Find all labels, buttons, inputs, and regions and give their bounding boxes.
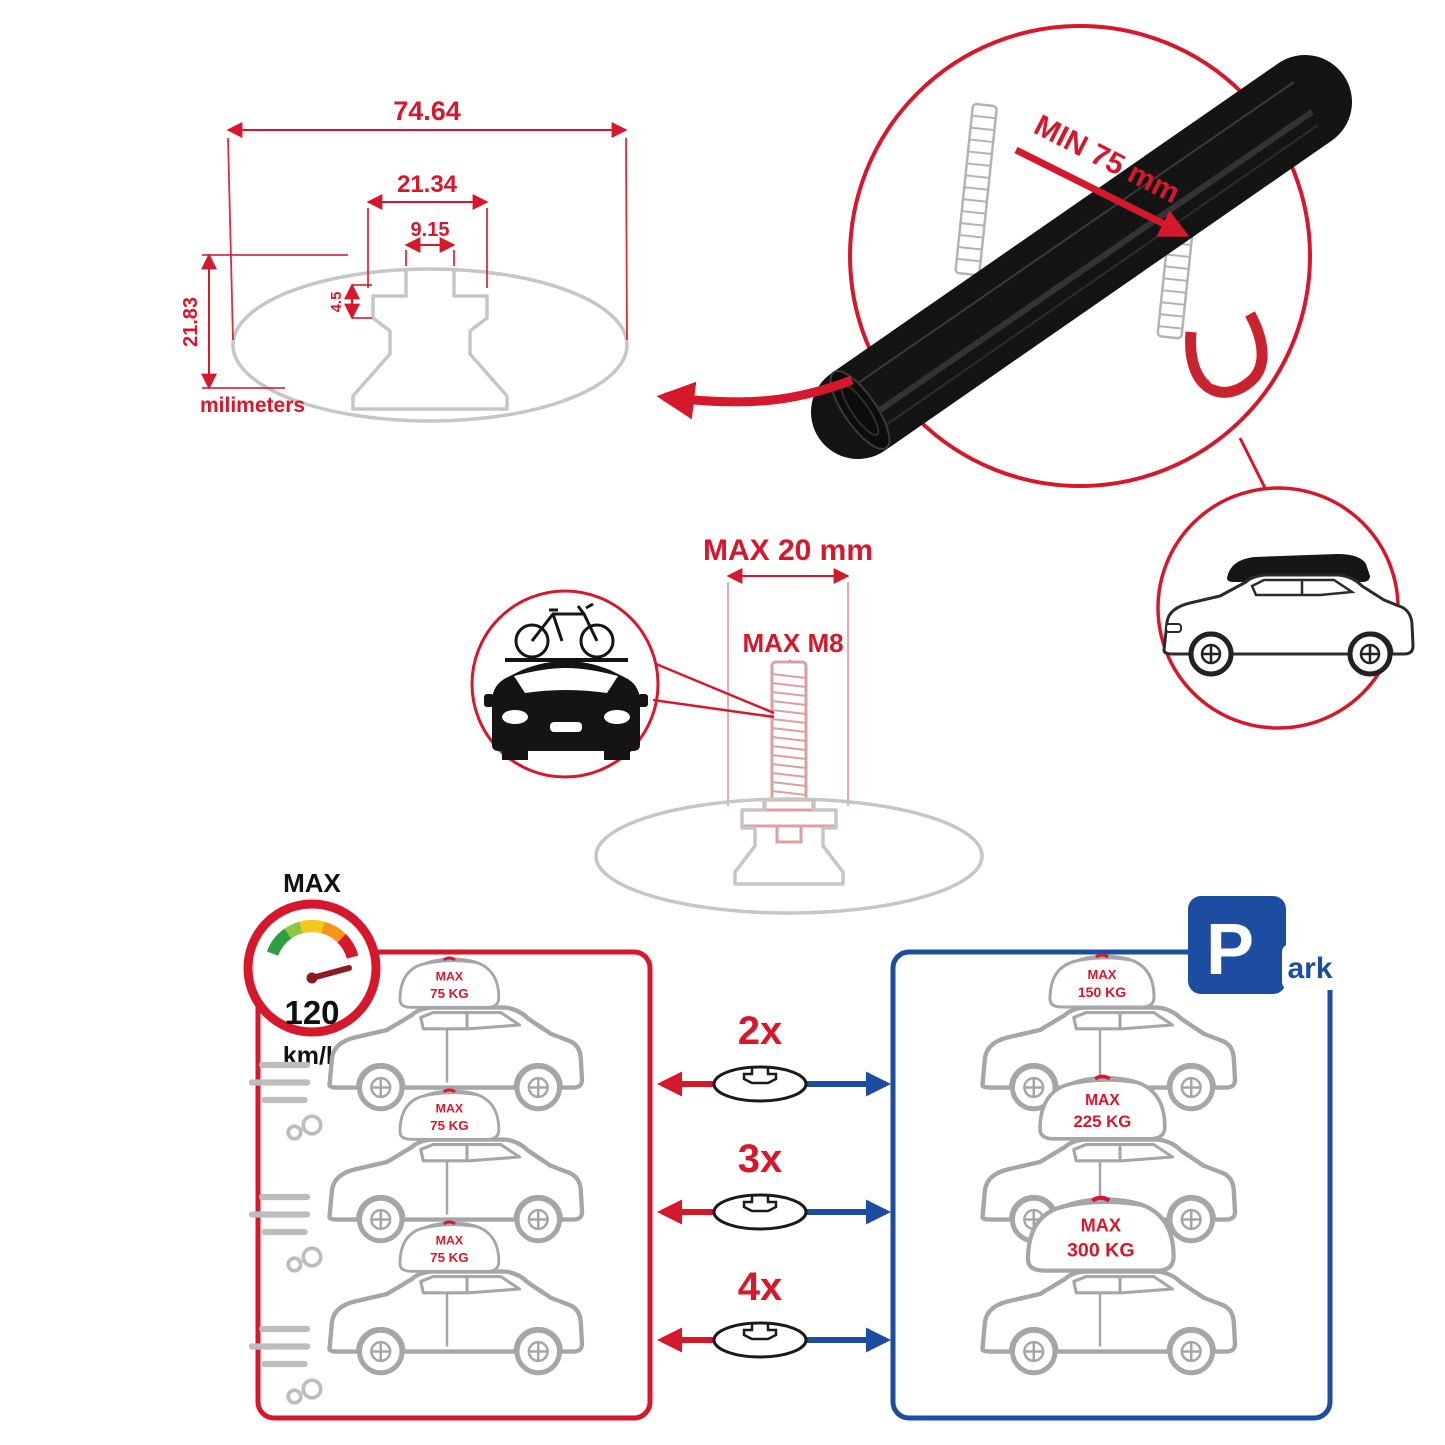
parking-sign-tab	[1282, 944, 1338, 990]
driving-panel: MAX 75 KG MAX 75 KG MAX 75 KG	[252, 956, 582, 1403]
cargo-weight-label: 75 KG	[430, 1250, 468, 1265]
driving-car-row: MAX 75 KG	[252, 1220, 582, 1403]
multiplier-label: 3x	[738, 1137, 783, 1181]
cargo-weight-label: 75 KG	[430, 1118, 468, 1133]
cargo-bag: MAX 75 KG	[398, 1220, 501, 1273]
cargo-weight-label: 75 KG	[430, 986, 468, 1001]
dim-width-total-label: 74.64	[393, 96, 461, 126]
cargo-weight-label: 150 KG	[1078, 984, 1126, 1000]
parking-sign: P ark	[1188, 896, 1338, 994]
cargo-max-label: MAX	[1085, 1092, 1120, 1109]
cargo-max-label: MAX	[436, 1102, 464, 1116]
speed-value-label: 120	[284, 994, 339, 1031]
gauge-needle-icon	[309, 965, 352, 981]
cargo-bag: MAX 75 KG	[398, 956, 501, 1009]
cargo-max-label: MAX	[436, 1234, 464, 1248]
parked-car-row: MAX 150 KG	[983, 953, 1236, 1109]
multiplier-label: 4x	[738, 1265, 783, 1309]
bike-icon	[514, 602, 615, 659]
zoom-pointer-arrow-icon	[656, 375, 854, 420]
parking-panel: MAX 150 KG MAX 225 KG MAX 300 KG	[983, 953, 1236, 1373]
pointer-line	[652, 698, 775, 719]
cargo-weight-label: 225 KG	[1073, 1112, 1131, 1131]
cargo-max-label: MAX	[1088, 967, 1117, 982]
multiplier-label: 2x	[738, 1009, 783, 1053]
min-clearance-arrow-icon	[1014, 146, 1190, 238]
bar-slot-profile	[733, 799, 845, 886]
speed-max-label: MAX	[283, 868, 341, 898]
parking-sign-square	[1188, 896, 1286, 994]
suv-with-roofbox-icon	[1162, 554, 1415, 677]
dim-depth-step-label: 4.5	[328, 292, 345, 313]
bar-section-outline	[594, 797, 984, 915]
crossbar-section-icon	[712, 1321, 808, 1359]
pointer-line	[655, 662, 775, 715]
multiplier-row: 4x	[656, 1265, 892, 1359]
bolt-max-width-label: MAX 20 mm	[703, 534, 873, 567]
cross-section-diagram: 74.64 21.34 9.15 4.5 21.83 milimeters	[180, 96, 854, 423]
crossbar-section-icon	[712, 1193, 808, 1231]
bar-zoom-circle: MIN 75 mm	[811, 24, 1352, 488]
crossbar-section-icon	[712, 1065, 808, 1103]
cargo-max-label: MAX	[1081, 1215, 1121, 1235]
dim-width-bracket-label: 21.34	[397, 171, 458, 198]
crossbar-section-outline	[231, 267, 629, 423]
ubolt-dot-icon	[1209, 375, 1219, 385]
multiplier-row: 3x	[656, 1137, 892, 1231]
parked-car-row: MAX 300 KG	[983, 1198, 1236, 1373]
mounting-channel-profile	[351, 269, 509, 411]
cargo-bag: MAX 225 KG	[1038, 1074, 1167, 1141]
multiplier-column: 2x 3x 4x	[656, 1009, 892, 1359]
dim-ext-line	[227, 137, 234, 341]
roofbox-car-circle	[1156, 486, 1415, 730]
ubolt-red-bend-icon	[1185, 311, 1268, 398]
bike-car-circle	[470, 589, 775, 779]
dim-height-total-label: 21.83	[180, 297, 202, 347]
driving-car-row: MAX 75 KG	[252, 956, 582, 1139]
parking-sign-ark-label: ark	[1287, 952, 1332, 985]
car-front-icon	[484, 661, 648, 760]
cargo-weight-label: 300 KG	[1067, 1240, 1135, 1262]
multiplier-row: 2x	[656, 1009, 892, 1103]
gauge-pivot-icon	[306, 972, 318, 984]
bolt-diagram: MAX 20 mm MAX M8	[594, 534, 984, 915]
parking-sign-p-label: P	[1206, 910, 1254, 990]
bolt-max-thread-label: MAX M8	[742, 628, 843, 658]
cargo-max-label: MAX	[436, 970, 464, 984]
threaded-bolt-icon	[740, 660, 838, 844]
cargo-bag: MAX 75 KG	[398, 1088, 501, 1141]
crossbar-3d-icon	[811, 55, 1352, 459]
circle-connector-line	[1238, 437, 1270, 495]
gauge-arc-icon	[266, 920, 359, 959]
cargo-bag: MAX 300 KG	[1028, 1198, 1174, 1271]
dim-ext-line	[625, 137, 628, 341]
driving-car-row: MAX 75 KG	[252, 1088, 582, 1271]
speed-limit-gauge: MAX 120 km/h	[243, 868, 381, 1070]
units-label: milimeters	[200, 394, 305, 417]
parked-car-row: MAX 225 KG	[983, 1074, 1236, 1240]
cargo-bag: MAX 150 KG	[1048, 953, 1156, 1009]
dim-width-slot-label: 9.15	[411, 219, 450, 241]
ubolt-thread-left-icon	[954, 102, 998, 277]
